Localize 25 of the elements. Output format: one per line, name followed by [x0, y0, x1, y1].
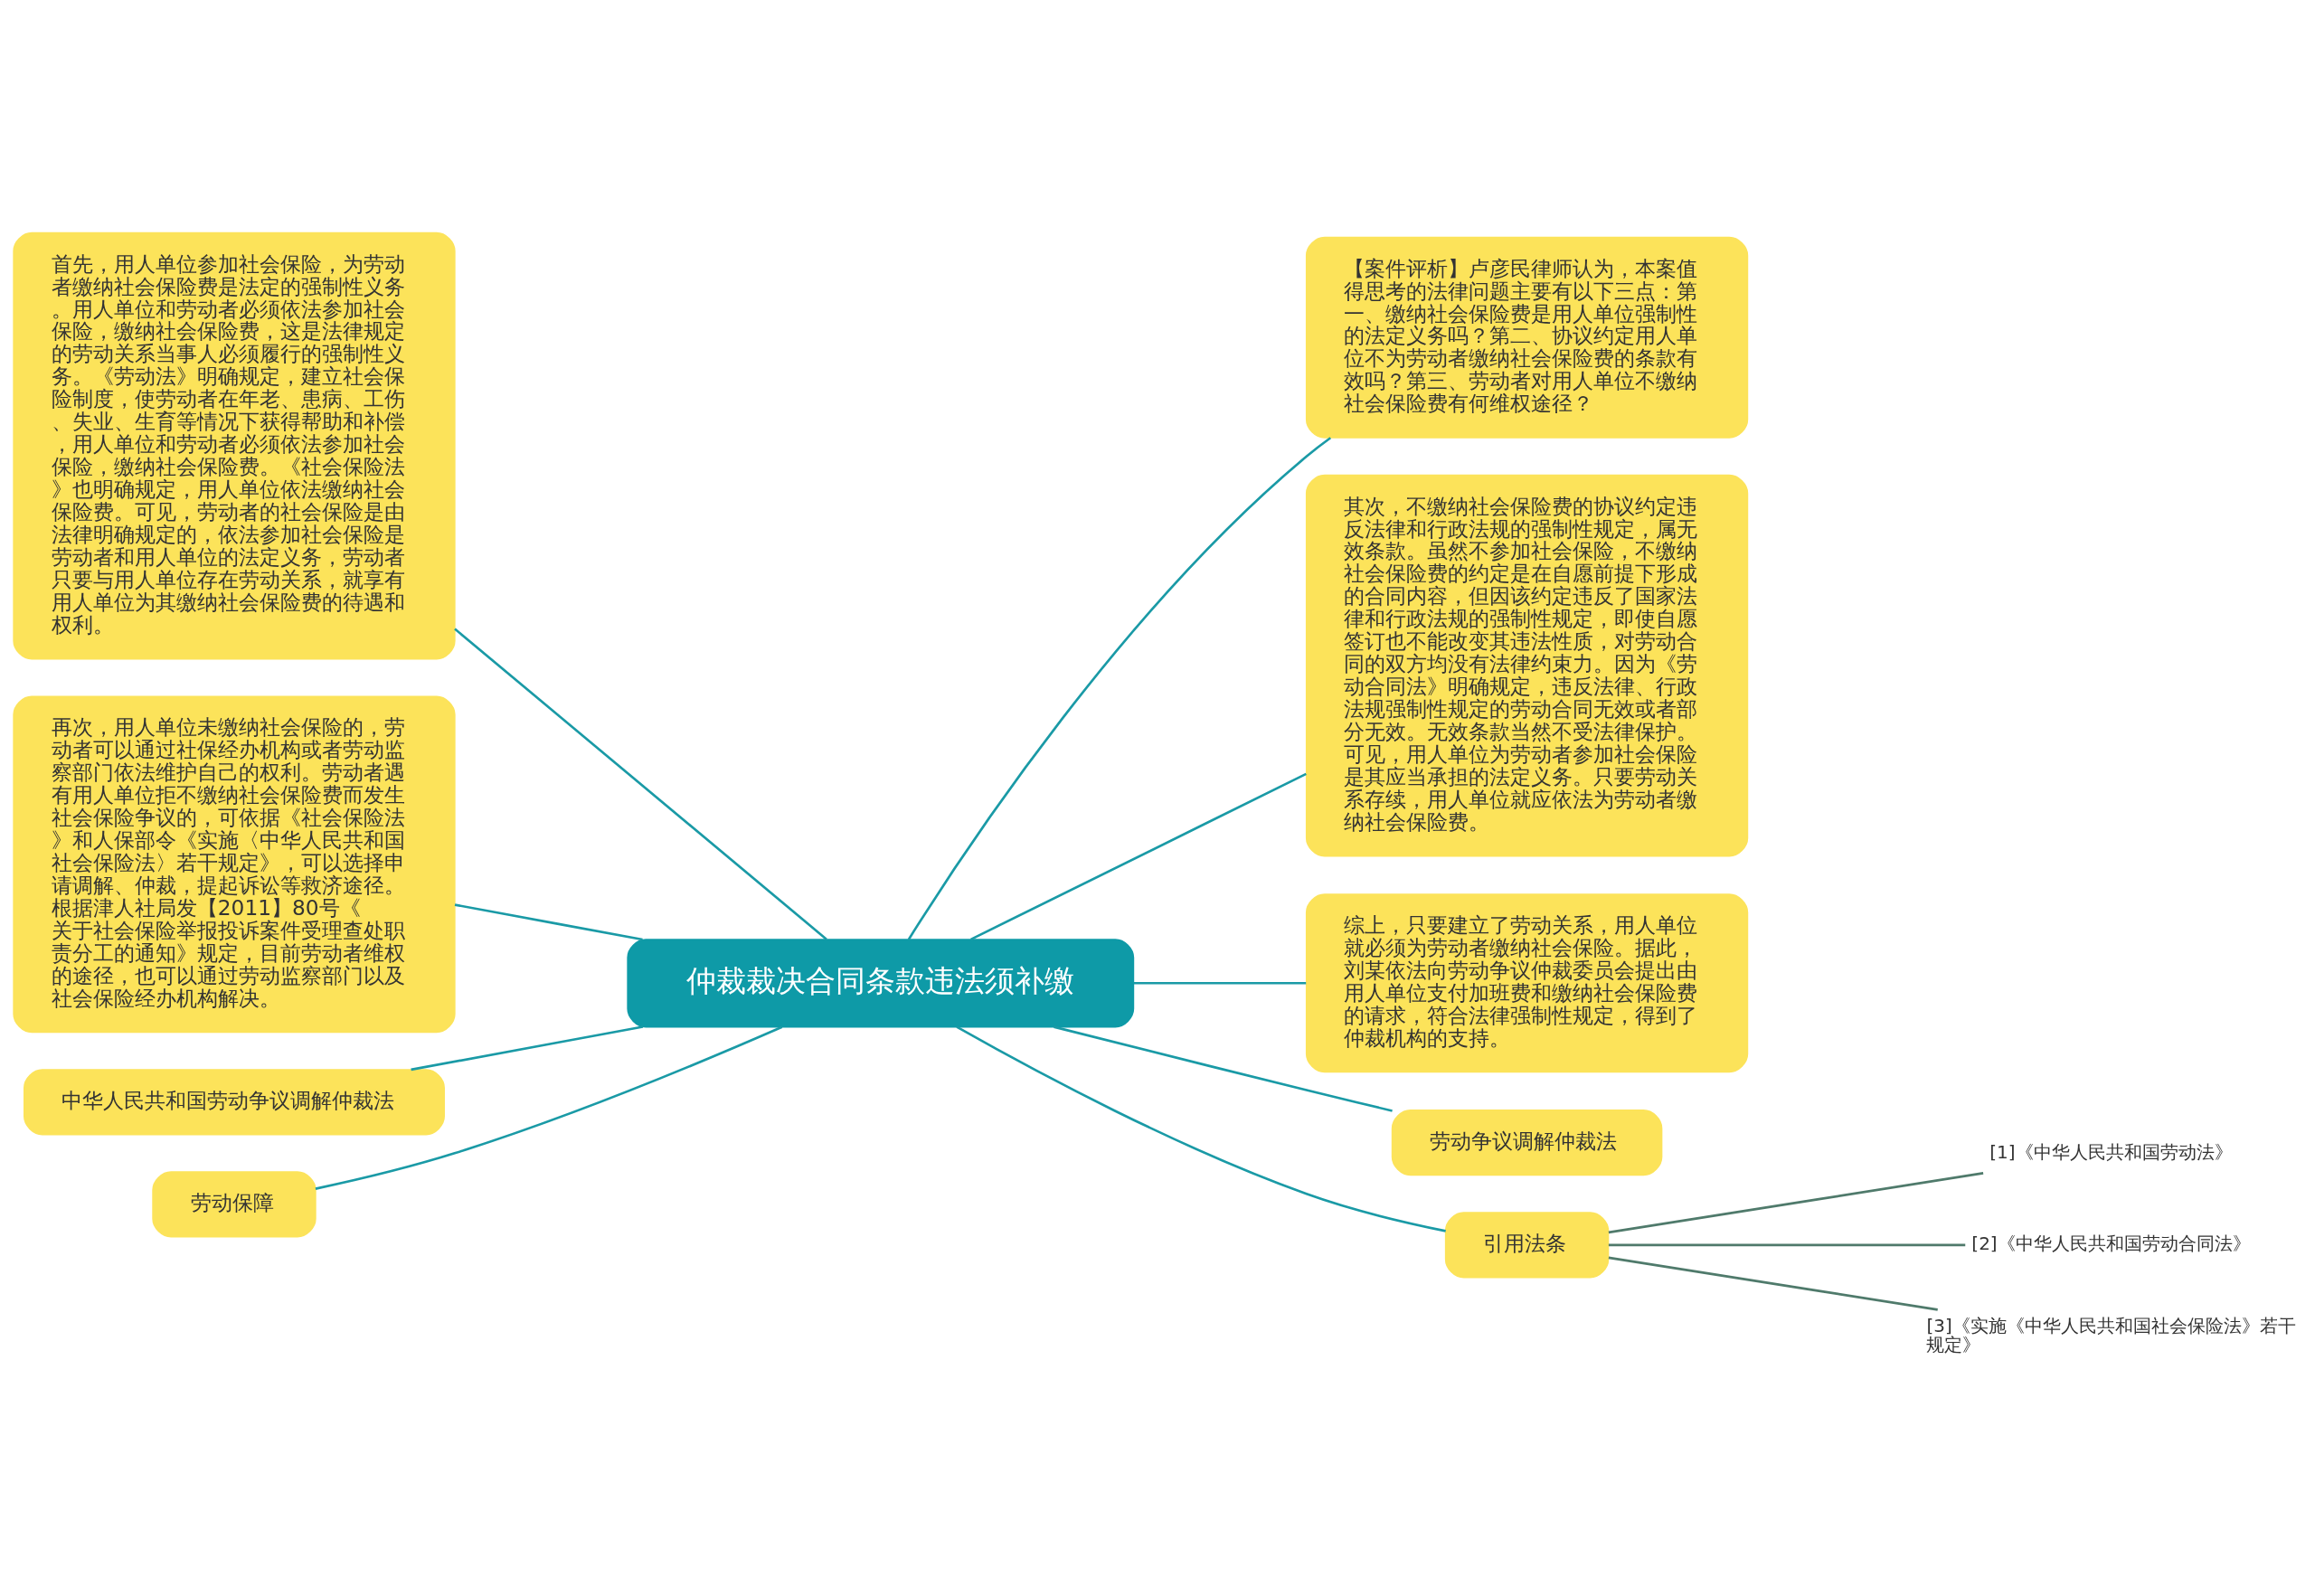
connector — [1608, 1243, 1966, 1246]
connector — [907, 436, 1332, 940]
node-box: 中华人民共和国劳动争议调解仲裁法 — [24, 1068, 445, 1135]
connector — [1133, 981, 1307, 985]
connector — [970, 772, 1307, 940]
node-box: 综上，只要建立了劳动关系，用人单位就必须为劳动者缴纳社会保险。据此，刘某依法向劳动争议仲裁委员会提出由用人单位支付加班费和缴纳社会保险费的请求，符合法律强制性规定，得到了仲裁机构的支持。 — [1305, 892, 1749, 1072]
connector — [411, 1025, 644, 1071]
connector — [1054, 1025, 1393, 1112]
node-box: 引用法条 — [1444, 1211, 1610, 1278]
node-box: 劳动保障 — [152, 1170, 317, 1238]
node-box: 再次，用人单位未缴纳社会保险的，劳动者可以通过社保经办机构或者劳动监察部门依法维护自己的权利。劳动者遇有用人单位拒不缴纳社会保险费而发生社会保险争议的，可依据《社会保险法》和人保部令《实施〈中华人民共和国社会保险法〉若干规定》，可以选择申请调解、仲裁，提起诉讼等救济途径。根据津人社局发【2011】80号《关于社会保险举报投诉案件受理查处职责分工的通知》规定，目前劳动者维权的途径，也可以通过劳动监察部门以及社会保险经办机构解决。 — [13, 694, 456, 1033]
node-box: 首先，用人单位参加社会保险，为劳动者缴纳社会保险费是法定的强制性义务。用人单位和劳动者必须依法参加社会保险，缴纳社会保险费，这是法律规定的劳动关系当事人必须履行的强制性义务。《劳动法》明确规定，建立社会保险制度，使劳动者在年老、患病、工伤、失业、生育等情况下获得帮助和补偿，用人单位和劳动者必须依法参加社会保险，缴纳社会保险费。《社会保险法》也明确规定，用人单位依法缴纳社会保险费。可见，劳动者的社会保险是由法律明确规定的，依法参加社会保险是劳动者和用人单位的法定义务，劳动者只要与用人单位存在劳动关系，就享有用人单位为其缴纳社会保险费的待遇和权利。 — [13, 231, 456, 659]
node-text: [2]《中华人民共和国劳动合同法》 — [1971, 1232, 2251, 1254]
connector — [454, 902, 643, 940]
connector — [956, 1025, 1446, 1232]
connector — [454, 628, 827, 940]
connector — [1608, 1171, 1984, 1233]
node-text: [1]《中华人民共和国劳动法》 — [1989, 1140, 2233, 1163]
connector — [315, 1025, 783, 1190]
node-box: 其次，不缴纳社会保险费的协议约定违反法律和行政法规的强制性规定，属无效条款。虽然不参加社会保险，不缴纳社会保险费的约定是在自愿前提下形成的合同内容，但因该约定违反了国家法律和行政法规的强制性规定，即使自愿签订也不能改变其违法性质，对劳动合同的双方均没有法律约束力。因为《劳动合同法》明确规定，违反法律、行政法规强制性规定的劳动合同无效或者部分无效。无效条款当然不受法律保护。可见，用人单位为劳动者参加社会保险是其应当承担的法定义务。只要劳动关系存续，用人单位就应依法为劳动者缴纳社会保险费。 — [1305, 474, 1749, 856]
node-text: [3]《实施《中华人民共和国社会保险法》若干规定》 — [1926, 1314, 2296, 1355]
node-box: 【案件评析】卢彦民律师认为，本案值得思考的法律问题主要有以下三点：第一、缴纳社会保险费是用人单位强制性的法定义务吗？第二、协议约定用人单位不为劳动者缴纳社会保险费的条款有效吗？第三、劳动者对用人单位不缴纳社会保险费有何维权途径？ — [1305, 236, 1749, 439]
node-box: 劳动争议调解仲裁法 — [1391, 1109, 1663, 1176]
node-box: 仲裁裁决合同条款违法须补缴 — [627, 938, 1135, 1027]
connector — [1608, 1256, 1938, 1311]
